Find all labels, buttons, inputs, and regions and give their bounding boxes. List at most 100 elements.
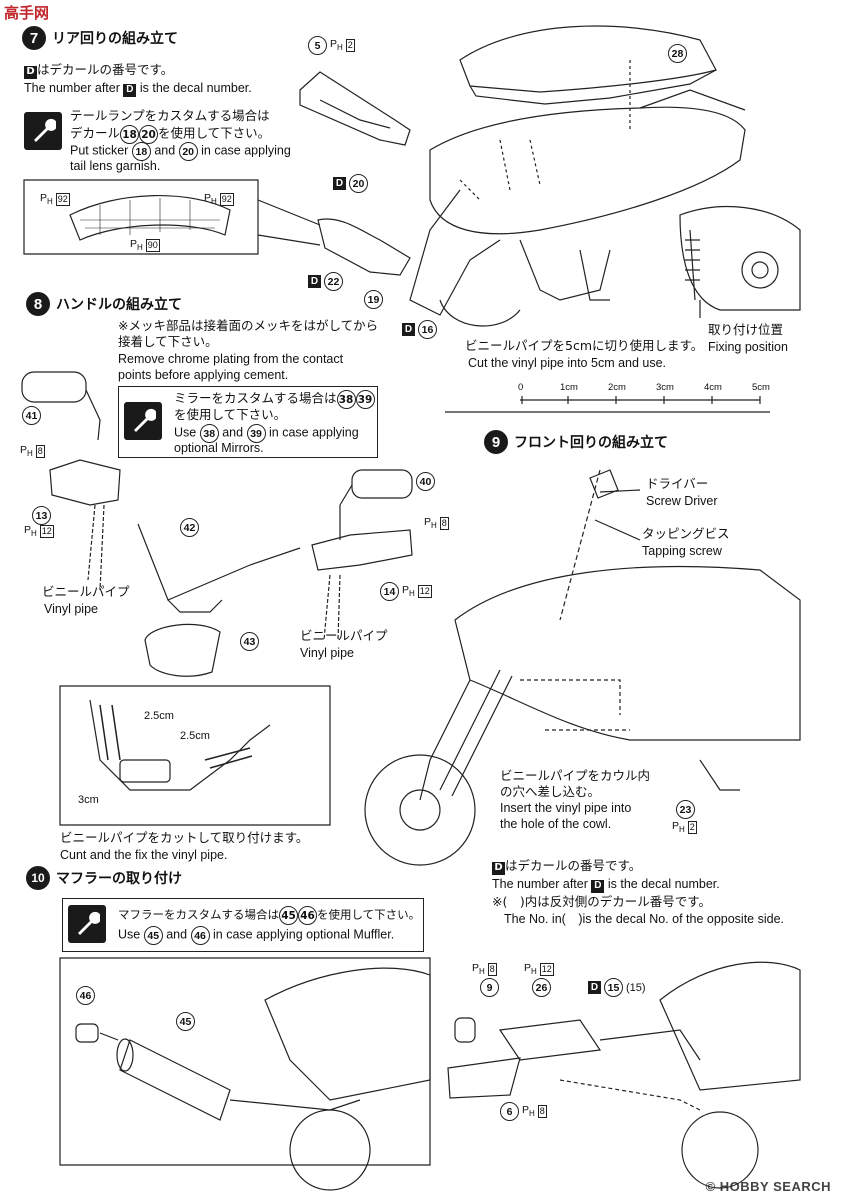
part-23-label: 23	[676, 800, 695, 819]
part-9-label: 9	[480, 978, 499, 997]
s7-tip-en2: tail lens garnish.	[70, 159, 161, 173]
chrome-note-jp2: 接着して下さい。	[118, 334, 218, 349]
handlebar-drawing	[137, 523, 301, 601]
ruler-label-2: 2cm	[608, 382, 626, 393]
section-7-heading: リア回りの組み立て	[52, 31, 178, 47]
section-9-heading: フロント回りの組み立て	[514, 435, 668, 451]
part-13-label: 13	[32, 506, 51, 525]
part-19-label: 19	[364, 290, 383, 309]
section-7-title: 7 リア回りの組み立て	[22, 26, 178, 50]
part-41-label: 41	[22, 406, 41, 425]
part-26-label: 26	[532, 978, 551, 997]
fixing-position-jp: 取り付け位置	[708, 322, 784, 337]
vinyl-cut-note-jp: ビニールパイプを5cmに切り使用します。	[465, 338, 704, 353]
dim-3cm: 3cm	[78, 794, 99, 806]
s7-tip-jp1: テールランプをカスタムする場合は	[70, 108, 270, 123]
ruler-label-0: 0	[518, 382, 524, 393]
section-10-number: 10	[26, 866, 50, 890]
muffler-tip-en: Use 45 and 46 in case applying optional …	[118, 926, 394, 945]
grab-rail-drawing	[299, 71, 411, 146]
tail-lens-drawing	[317, 218, 411, 276]
section-8-heading: ハンドルの組み立て	[56, 297, 182, 313]
dim-2-5cm-a: 2.5cm	[144, 710, 174, 722]
vinyl-pipe-left-en: Vinyl pipe	[44, 602, 98, 616]
ruler-label-1: 1cm	[560, 382, 578, 393]
wrench-icon	[24, 112, 62, 150]
muffler-drawing	[119, 1039, 231, 1121]
section-8-title: 8 ハンドルの組み立て	[26, 292, 182, 316]
ruler-label-3: 3cm	[656, 382, 674, 393]
tail-body-drawing	[429, 106, 746, 235]
section-10-title: 10 マフラーの取り付け	[26, 866, 182, 890]
front-wheel-drawing	[364, 754, 476, 866]
section-7-number: 7	[22, 26, 46, 50]
right-mirror-drawing	[351, 469, 413, 499]
wrench-icon	[124, 402, 162, 440]
part-40-label: 40	[416, 472, 435, 491]
fixing-position-en: Fixing position	[708, 340, 788, 354]
heat-guard-drawing	[447, 1057, 521, 1099]
decal-note-9-en: The number after D is the decal number.	[492, 877, 720, 893]
insert-pipe-jp1: ビニールパイプをカウル内	[500, 768, 651, 783]
insert-pipe-jp2: の穴へ差し込む。	[500, 784, 601, 799]
screw-driver-en: Screw Driver	[646, 494, 718, 508]
tail-cap-drawing	[454, 1017, 476, 1043]
seat-drawing	[459, 25, 717, 93]
handle-cover-drawing	[144, 623, 221, 677]
silencer-drawing	[498, 1019, 602, 1061]
wrench-icon	[68, 905, 106, 943]
opposite-decal-en: The No. in( )is the decal No. of the opp…	[504, 912, 785, 926]
chrome-note-en2: points before applying cement.	[118, 368, 289, 382]
insert-pipe-en2: the hole of the cowl.	[500, 817, 612, 831]
mirror-tip-en2: optional Mirrors.	[174, 441, 264, 455]
s7-tip-en1: Put sticker 18 and 20 in case applying	[70, 142, 291, 161]
insert-pipe-en1: Insert the vinyl pipe into	[500, 801, 632, 815]
front-cowl-drawing	[454, 565, 801, 741]
vinyl-cut-note-en: Cut the vinyl pipe into 5cm and use.	[468, 356, 667, 370]
tapping-screw-jp: タッピングビス	[642, 526, 730, 541]
ruler-label-4: 4cm	[704, 382, 722, 393]
part-42-label: 42	[180, 518, 199, 537]
cut-pipe-note-en: Cunt and the fix the vinyl pipe.	[60, 848, 228, 862]
ruler-label-5: 5cm	[752, 382, 770, 393]
mirror-tip-jp2: を使用して下さい。	[174, 407, 287, 422]
chrome-note-en1: Remove chrome plating from the contact	[118, 352, 344, 366]
section-10-heading: マフラーの取り付け	[56, 871, 182, 887]
opposite-decal-jp: ※( )内は反対側のデカール番号です。	[492, 894, 711, 909]
tapping-screw-en: Tapping screw	[642, 544, 722, 558]
right-grip-drawing	[311, 529, 413, 571]
section-9-title: 9 フロント回りの組み立て	[484, 430, 668, 454]
left-mirror-drawing	[21, 371, 87, 403]
ruler-drawing	[520, 396, 761, 404]
decal-note-en: The number after D is the decal number.	[24, 81, 252, 97]
muffler-custom-box	[62, 898, 424, 952]
vinyl-pipe-right-en: Vinyl pipe	[300, 646, 354, 660]
chrome-note-jp1: ※メッキ部品は接着面のメッキをはがしてから	[118, 318, 379, 333]
watermark-logo: 高手网	[4, 5, 50, 22]
left-grip-drawing	[49, 459, 121, 506]
part-43-label: 43	[240, 632, 259, 651]
section-9-number: 9	[484, 430, 508, 454]
cut-pipe-note-jp: ビニールパイプをカットして取り付けます。	[60, 830, 309, 845]
mirror-tip-en1: Use 38 and 39 in case applying	[174, 424, 359, 443]
